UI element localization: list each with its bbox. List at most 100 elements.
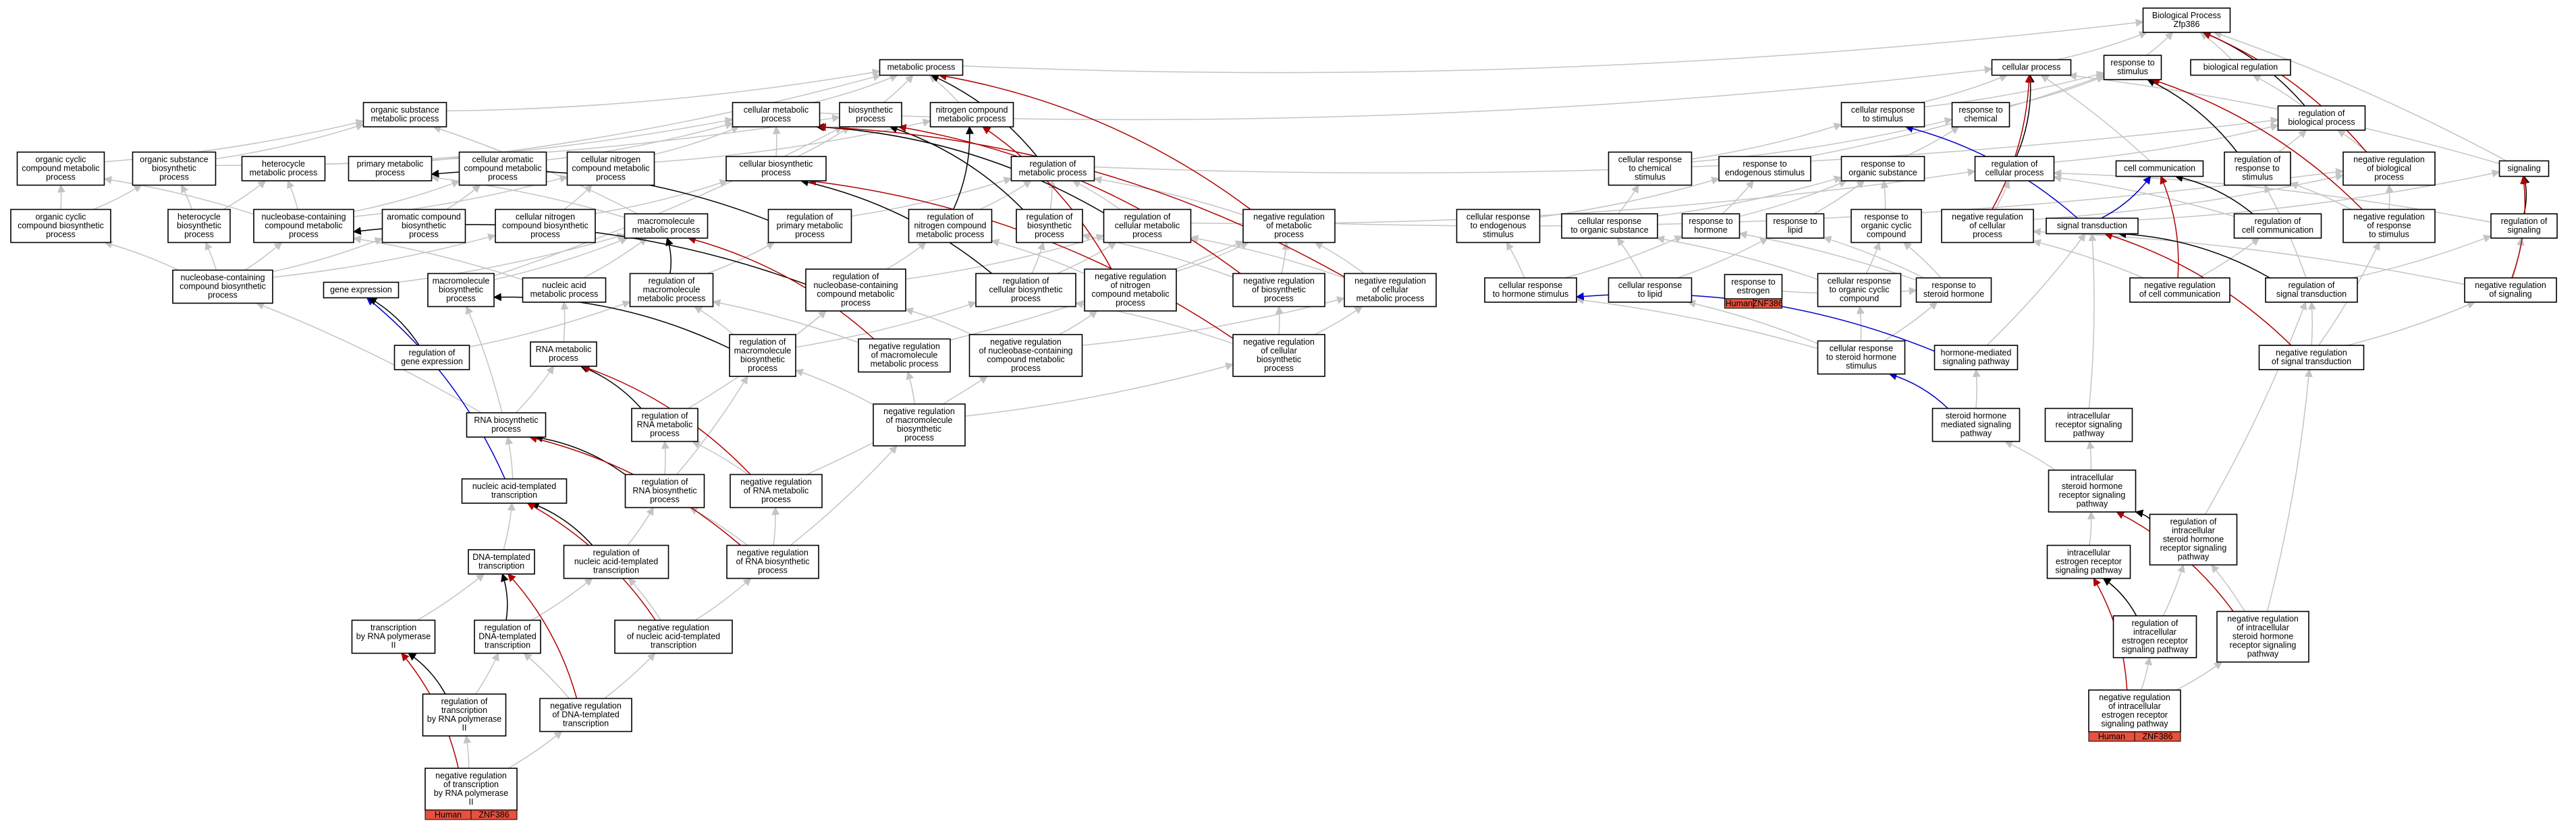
go-term-node[interactable]: signal transduction bbox=[2046, 217, 2139, 235]
go-term-node[interactable]: cellular process bbox=[1991, 59, 2072, 76]
go-term-node[interactable]: signaling bbox=[2498, 160, 2550, 177]
go-term-node[interactable]: regulation ofmacromoleculebiosyntheticpr… bbox=[729, 334, 796, 377]
go-term-node[interactable]: regulation ofnucleobase-containingcompou… bbox=[805, 268, 906, 312]
go-term-node[interactable]: cell communication bbox=[2115, 160, 2204, 177]
go-term-node[interactable]: gene expression bbox=[323, 281, 400, 299]
node-label-line: response to bbox=[1731, 277, 1775, 287]
go-term-node[interactable]: metabolic process bbox=[879, 59, 964, 76]
go-term-node[interactable]: biological regulation bbox=[2190, 59, 2291, 76]
